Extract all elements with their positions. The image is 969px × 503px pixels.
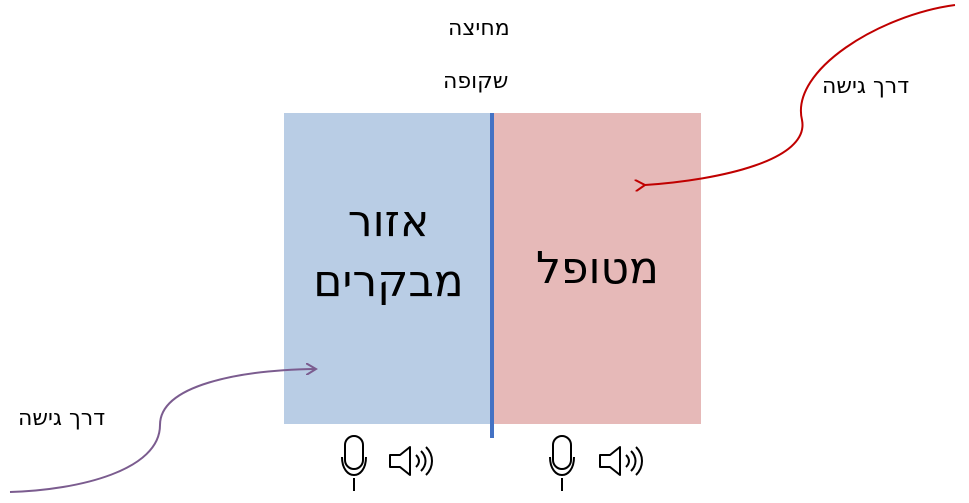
patient-area: מטופל	[494, 113, 701, 424]
patient-area-label: מטופל	[536, 243, 659, 294]
microphone-icon	[549, 435, 575, 491]
access-path-right-label: דרך גישה	[822, 74, 910, 99]
transparent-partition-line	[490, 113, 494, 438]
access-path-right-arrow	[645, 4, 956, 185]
visitors-area-label-line2: מבקרים	[313, 256, 464, 307]
partition-label-line1: מחיצה	[448, 16, 510, 41]
visitors-area: אזור מבקרים	[284, 113, 493, 424]
access-path-left-arrow	[9, 369, 316, 493]
access-path-left-label: דרך גישה	[18, 406, 106, 431]
speaker-icon	[599, 446, 643, 476]
microphone-icon	[341, 435, 367, 491]
visitors-area-label-line1: אזור	[347, 196, 430, 247]
partition-label-line2: שקופה	[443, 69, 509, 94]
speaker-icon	[389, 446, 433, 476]
